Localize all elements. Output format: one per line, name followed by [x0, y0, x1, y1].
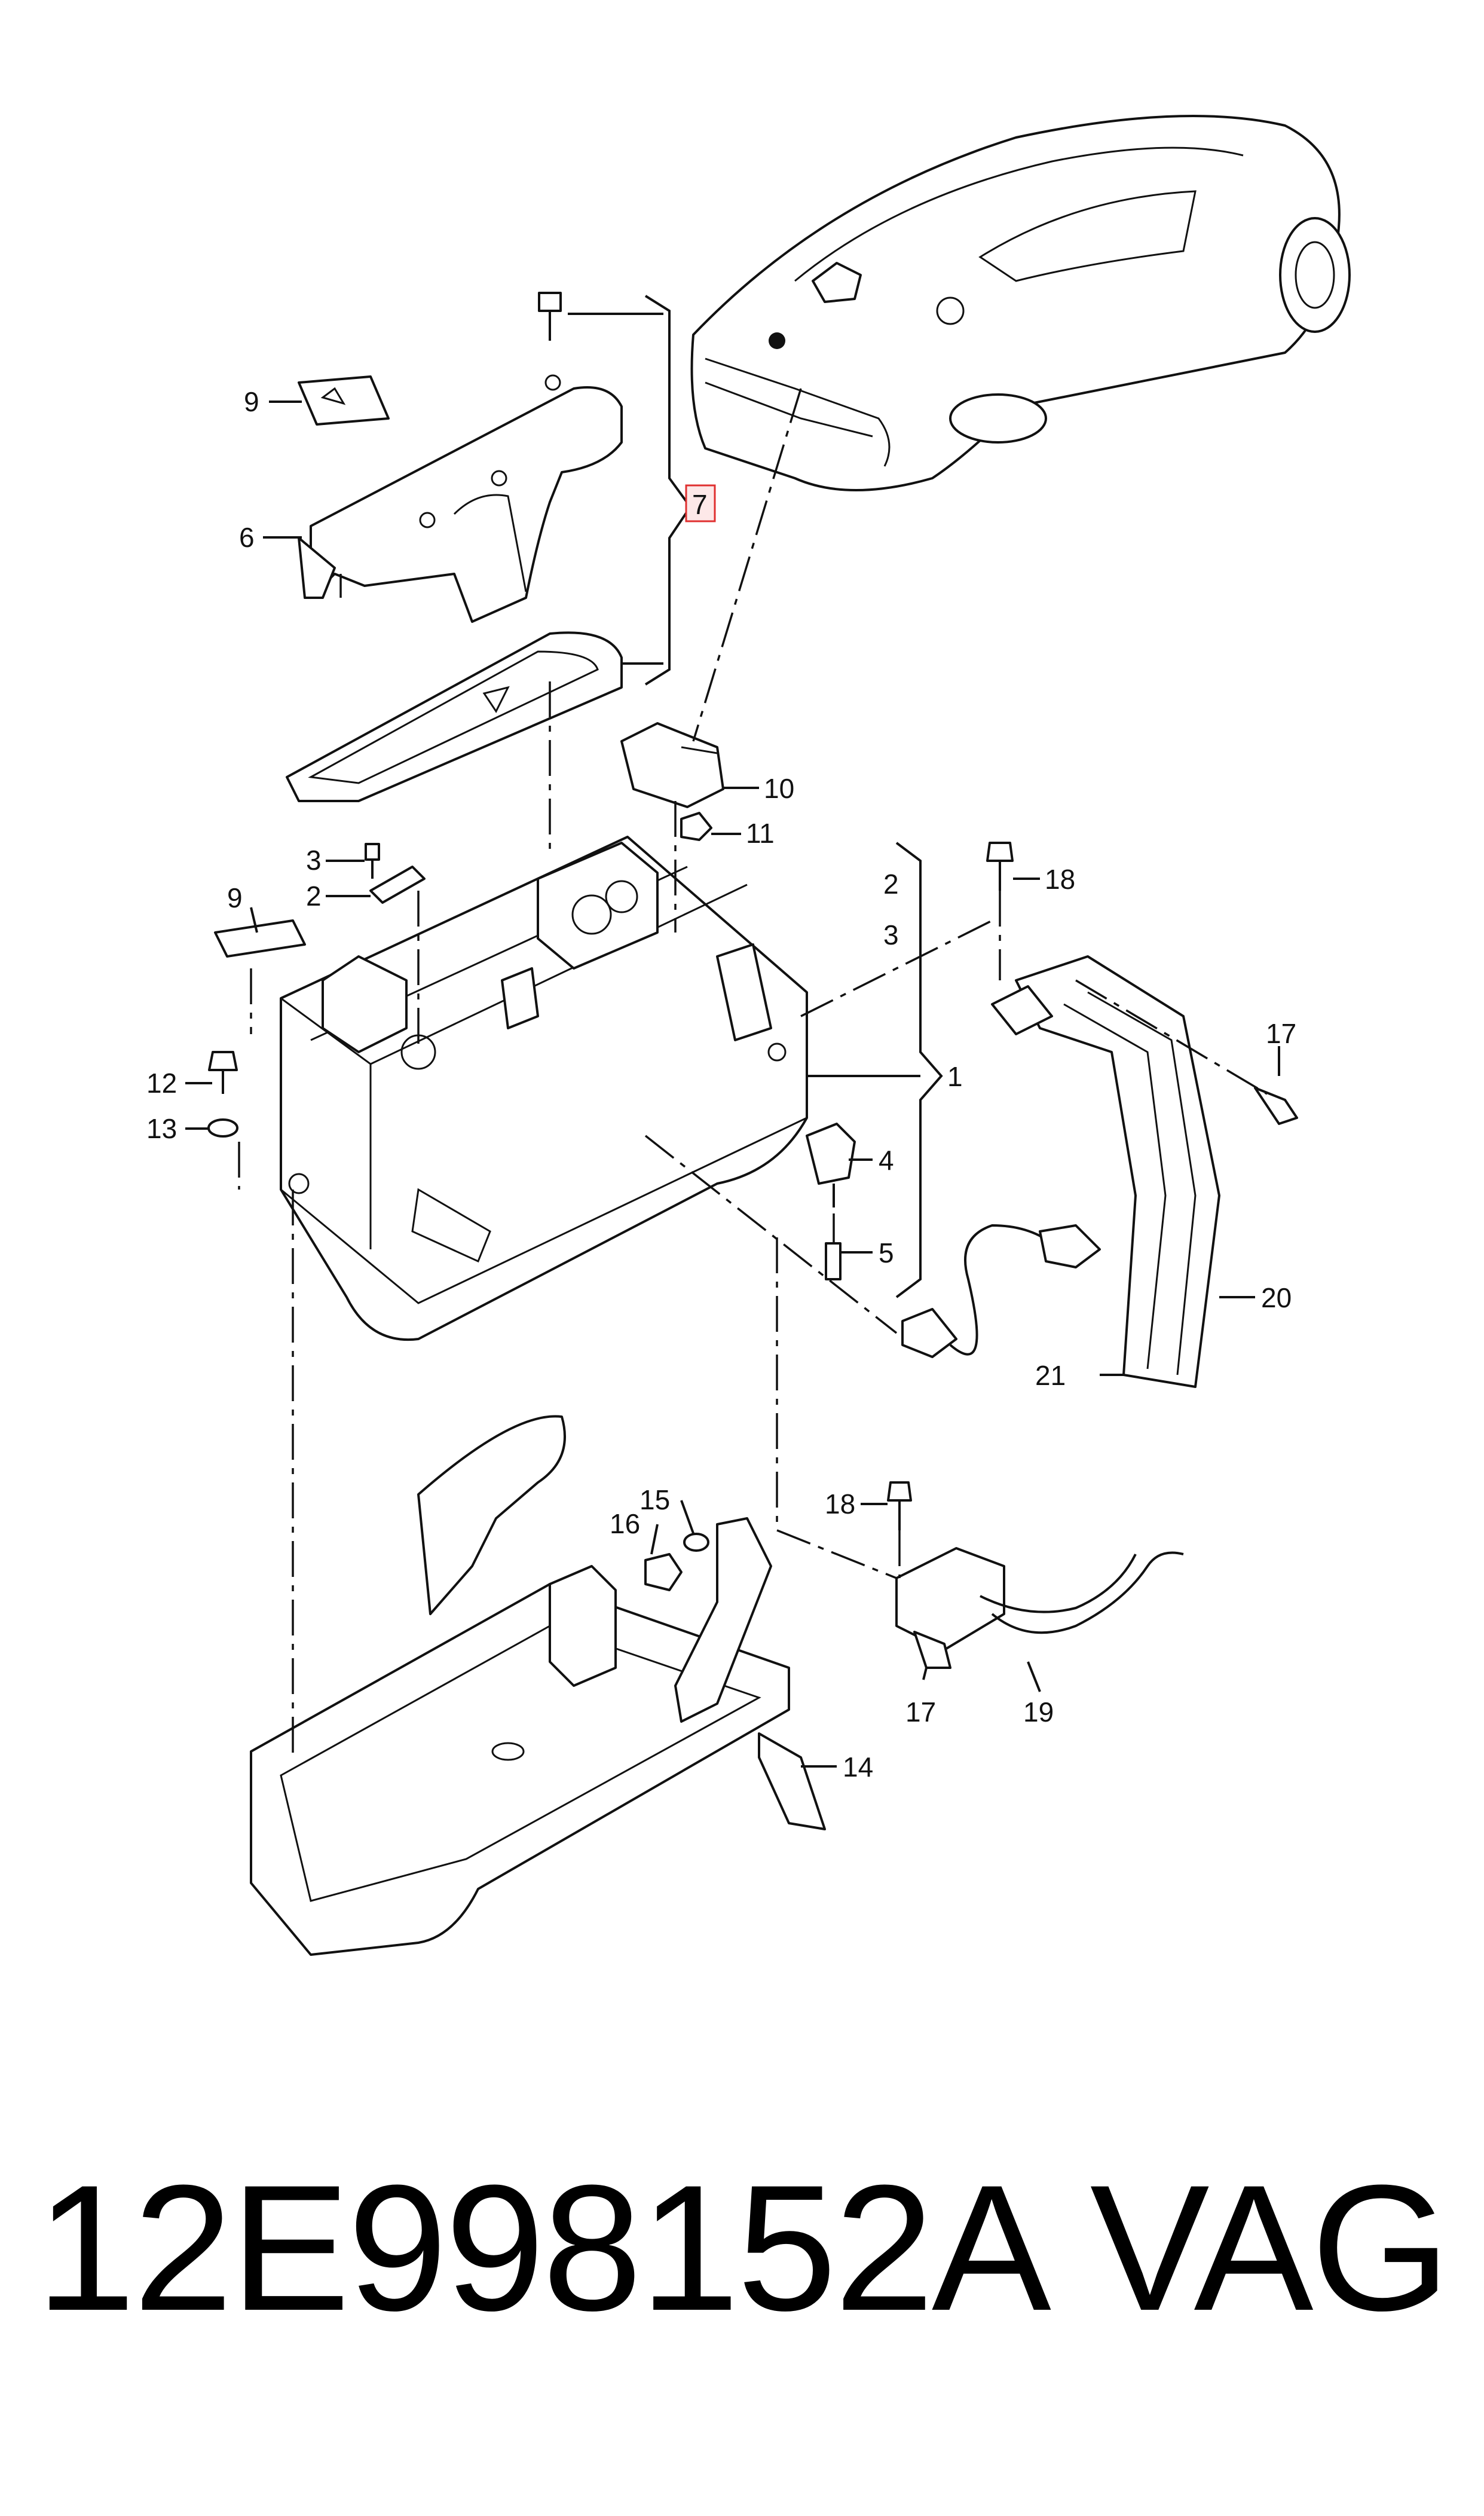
callout-14: 14 — [843, 1751, 873, 1783]
callout-19: 19 — [1023, 1696, 1054, 1728]
leader-lines — [185, 295, 1280, 1768]
callout-1: 1 — [947, 1061, 963, 1092]
callout-21: 21 — [1035, 1360, 1066, 1391]
callout-11: 11 — [746, 818, 775, 849]
part-number: 12E998152A — [36, 2147, 1051, 2348]
washer-15 — [683, 1533, 709, 1552]
bolt-17-lower — [913, 1631, 951, 1669]
bolt-18-upper — [986, 842, 1014, 891]
assembly-lines — [238, 388, 1268, 1757]
car-illustration — [690, 115, 1351, 491]
pin-2 — [369, 866, 426, 904]
cable-19 — [895, 1547, 1184, 1651]
callout-3-left: 3 — [306, 845, 322, 876]
callout-12: 12 — [146, 1068, 177, 1099]
nut-16 — [644, 1553, 683, 1591]
callout-labels: 9 6 7 10 11 3 2 9 2 3 18 17 1 12 13 4 5 … — [146, 386, 1296, 1783]
footer-caption: 12E998152A VAG — [36, 2128, 1451, 2367]
callout-3-right: 3 — [883, 919, 899, 950]
callout-20: 20 — [1261, 1282, 1292, 1313]
callout-7-highlight — [685, 484, 716, 522]
callout-17-lower: 17 — [905, 1696, 936, 1728]
cable-harness-20 — [991, 955, 1220, 1388]
bolt-5 — [825, 1242, 842, 1280]
callout-4: 4 — [879, 1145, 894, 1176]
nut-11 — [680, 812, 712, 841]
bolt-12 — [208, 1051, 238, 1094]
callout-7: 7 — [692, 489, 708, 520]
callout-9-upper: 9 — [244, 386, 259, 417]
washer-13 — [207, 1118, 238, 1138]
bolt-3 — [365, 843, 380, 879]
callout-18-lower: 18 — [825, 1488, 855, 1520]
callout-2-left: 2 — [306, 881, 322, 912]
tray-bracket-14 — [250, 1415, 826, 1956]
bolt-top — [538, 292, 562, 341]
gasket-part — [286, 631, 623, 802]
callout-2-right: 2 — [883, 869, 899, 900]
brand-name: VAG — [1090, 2147, 1451, 2348]
callout-13: 13 — [146, 1113, 177, 1144]
sensor-4 — [806, 1123, 856, 1207]
callout-6: 6 — [239, 522, 255, 553]
callout-5: 5 — [879, 1237, 894, 1268]
callout-9-lower: 9 — [227, 882, 243, 913]
label-plate-lower — [214, 919, 306, 958]
callout-17-upper: 17 — [1266, 1018, 1296, 1049]
module-part-10 — [620, 722, 724, 808]
callout-15: 15 — [640, 1484, 670, 1515]
callout-18-upper: 18 — [1045, 864, 1075, 895]
bolt-17-upper — [1254, 1087, 1298, 1125]
callout-16: 16 — [610, 1508, 640, 1539]
upper-cover-part — [298, 374, 623, 623]
main-housing-part — [280, 836, 808, 1341]
cable-21 — [901, 1224, 1101, 1358]
label-plate-upper — [298, 375, 390, 426]
bolt-18-lower — [887, 1481, 912, 1530]
callout-10: 10 — [764, 773, 794, 804]
